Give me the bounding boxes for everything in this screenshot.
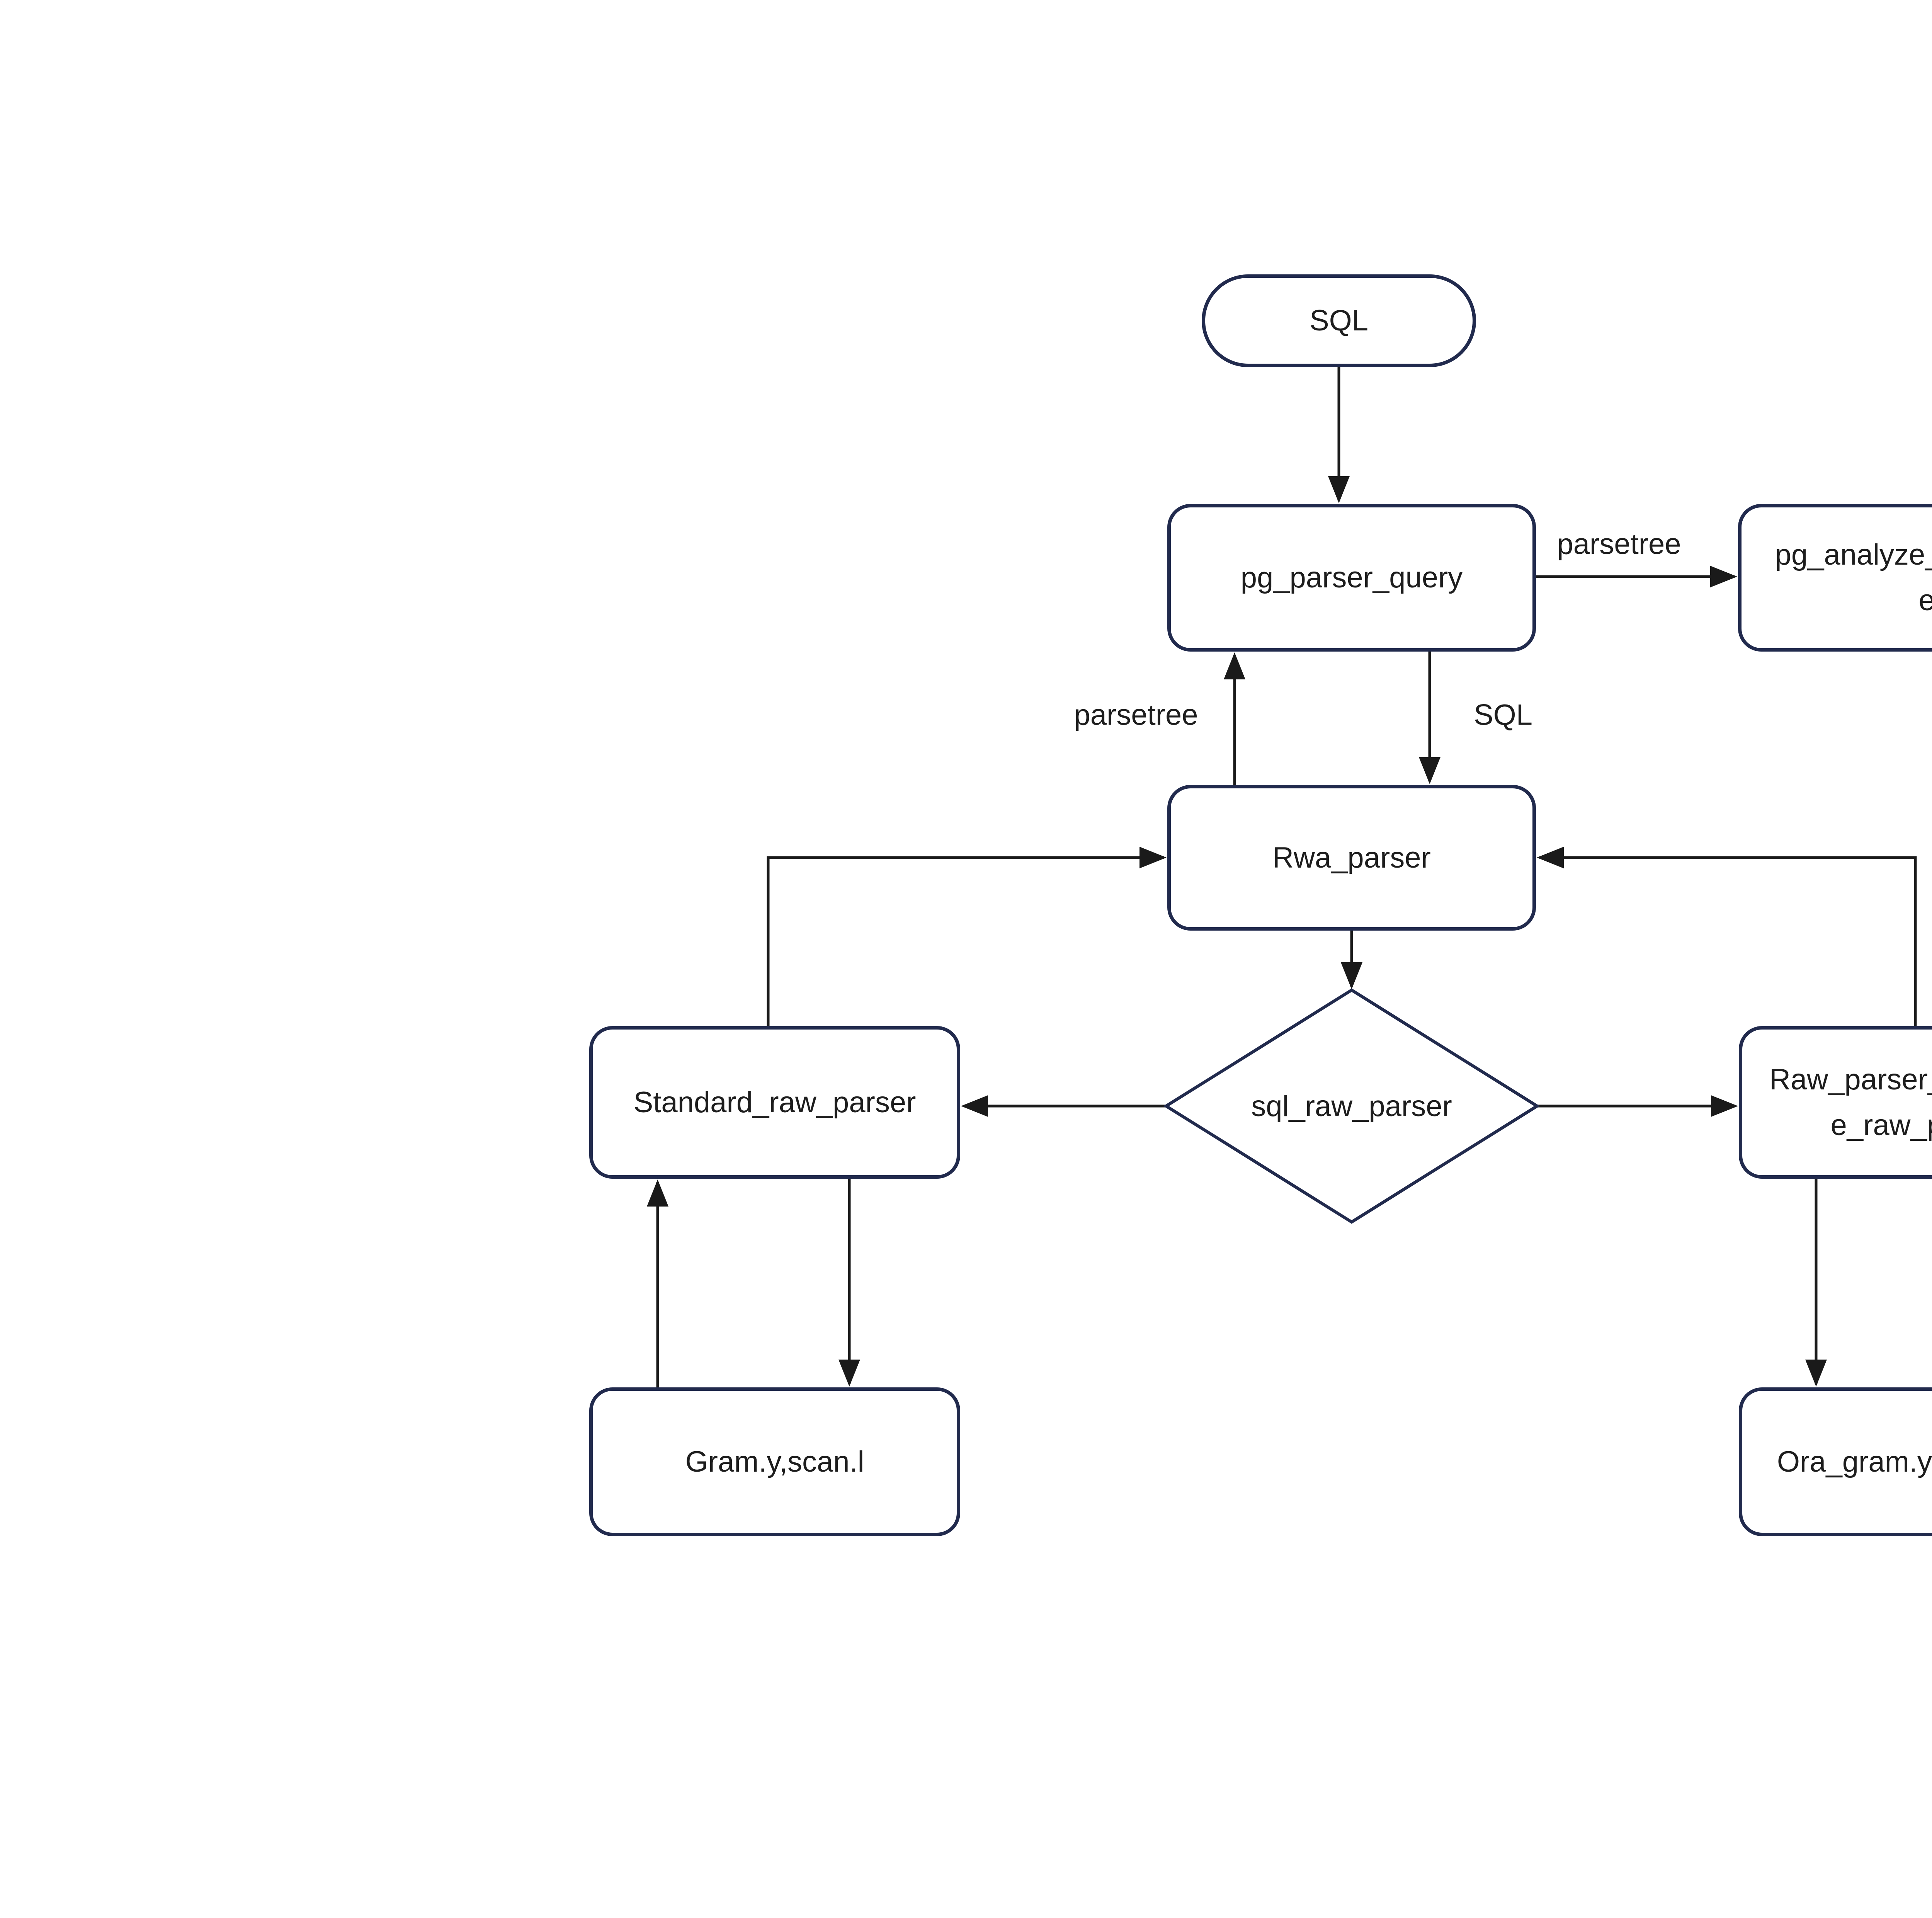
decision-diamond-shape <box>1163 988 1540 1224</box>
node-ora-gram-scan: Ora_gram.y,ora_scan.l <box>1739 1387 1932 1536</box>
node-sql-raw-parser-label: sql_raw_parser <box>1251 1089 1452 1123</box>
node-pg-analyze-and-rewrite: pg_analyze_and_rewrit e <box>1738 504 1932 652</box>
node-pg-parser-query: pg_parser_query <box>1167 504 1536 652</box>
node-ora-gram-scan-label: Ora_gram.y,ora_scan.l <box>1777 1445 1932 1478</box>
node-gram-scan-label: Gram.y,scan.l <box>685 1445 864 1478</box>
node-rwa-parser-label: Rwa_parser <box>1272 841 1431 874</box>
edge-raw-parser-hook-to-rwa-parser <box>1537 847 1917 1026</box>
node-pg-analyze-and-rewrite-label: pg_analyze_and_rewrit e <box>1775 538 1932 617</box>
node-sql-start: SQL <box>1202 274 1476 367</box>
node-pg-parser-query-label: pg_parser_query <box>1240 561 1463 594</box>
node-standard-raw-parser: Standard_raw_parser <box>589 1026 960 1179</box>
node-raw-parser-hook-label: Raw_parser_hook(oracl e_raw_parser) <box>1769 1063 1932 1142</box>
edge-label-parsetree-middle: parsetree <box>1074 698 1198 732</box>
node-rwa-parser: Rwa_parser <box>1167 785 1536 931</box>
node-standard-raw-parser-label: Standard_raw_parser <box>633 1086 916 1119</box>
node-sql-start-label: SQL <box>1309 304 1369 337</box>
edge-label-sql-middle: SQL <box>1473 698 1533 732</box>
node-raw-parser-hook: Raw_parser_hook(oracl e_raw_parser) <box>1739 1026 1932 1179</box>
edge-label-parsetree-top: parsetree <box>1557 528 1681 561</box>
node-gram-scan: Gram.y,scan.l <box>589 1387 960 1536</box>
node-sql-raw-parser: sql_raw_parser <box>1166 990 1537 1222</box>
edge-standard-raw-parser-to-rwa-parser <box>767 847 1167 1026</box>
